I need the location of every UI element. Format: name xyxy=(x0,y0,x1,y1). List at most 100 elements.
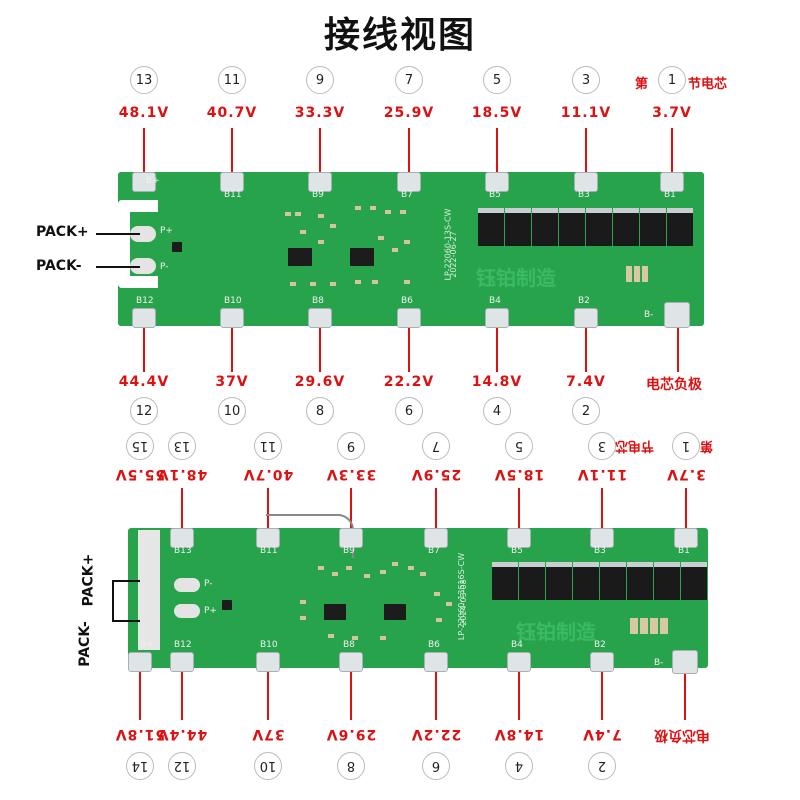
smd-component xyxy=(355,206,361,210)
cell-number-circle: 3 xyxy=(588,432,616,460)
solder-pad xyxy=(132,308,156,328)
smd-component xyxy=(404,240,410,244)
solder-pad xyxy=(660,172,684,192)
connector-line xyxy=(139,672,141,720)
pack-minus-label: PACK- xyxy=(36,258,82,274)
connector-line xyxy=(231,328,233,372)
smd-component xyxy=(318,240,324,244)
smd-component xyxy=(330,282,336,286)
smd-component xyxy=(346,566,352,570)
connector-line xyxy=(435,488,437,528)
connector-line xyxy=(585,328,587,372)
silk-date: 2022-06-27 xyxy=(448,231,458,278)
pack-strip xyxy=(138,530,160,650)
cell-voltage-label: 22.2V xyxy=(410,726,462,742)
mosfet xyxy=(640,208,666,246)
p-plus-label: P+ xyxy=(204,606,217,616)
pad-label: B11 xyxy=(260,546,278,556)
cell-number-circle: 9 xyxy=(306,66,334,94)
cell-number-circle: 12 xyxy=(168,752,196,780)
pad-label: B13 xyxy=(174,546,192,556)
cell-voltage-label: 29.6V xyxy=(294,374,346,390)
connector-line xyxy=(143,128,145,174)
pad-label: B3 xyxy=(578,190,590,200)
page-title: 接线视图 xyxy=(323,15,476,56)
connector-line xyxy=(408,328,410,372)
solder-pad xyxy=(220,172,244,192)
resistor xyxy=(634,266,640,282)
smd-component xyxy=(330,224,336,228)
pad-label: B12 xyxy=(174,640,192,650)
cell-voltage-label: 7.4V xyxy=(566,374,606,390)
cell-voltage-label: 7.4V xyxy=(582,726,622,742)
smd-component xyxy=(300,230,306,234)
cell-voltage-label: 14.8V xyxy=(471,374,523,390)
ic-chip xyxy=(324,604,346,620)
connector-line xyxy=(143,328,145,372)
pad-label: B6 xyxy=(428,640,440,650)
connector-line xyxy=(181,488,183,528)
smd-component xyxy=(404,280,410,284)
smd-component xyxy=(285,212,291,216)
smd-component xyxy=(310,282,316,286)
smd-component xyxy=(328,634,334,638)
pad-label: B2 xyxy=(578,296,590,306)
ic-chip xyxy=(222,600,232,610)
resistor xyxy=(650,618,658,634)
pcb-board-top xyxy=(118,172,704,326)
resistor xyxy=(626,266,632,282)
smd-component xyxy=(370,206,376,210)
smd-component xyxy=(385,210,391,214)
cell-voltage-label: 40.7V xyxy=(206,105,258,121)
connector-line xyxy=(319,328,321,372)
solder-pad xyxy=(590,528,614,548)
connector-line xyxy=(496,128,498,174)
pack-plus-label: PACK+ xyxy=(80,553,97,607)
mosfet xyxy=(627,562,653,600)
pad-label: B+ xyxy=(146,176,160,186)
connector-line xyxy=(408,128,410,174)
smd-component xyxy=(400,210,406,214)
mosfet xyxy=(532,208,558,246)
cell-voltage-label: 44.4V xyxy=(118,374,170,390)
connector-line xyxy=(231,128,233,174)
mosfet xyxy=(573,562,599,600)
pack-wire xyxy=(112,580,140,582)
resistor xyxy=(642,266,648,282)
cell-voltage-label: 18.5V xyxy=(493,466,545,482)
cell-number-circle: 4 xyxy=(505,752,533,780)
cell-voltage-label: 25.9V xyxy=(383,105,435,121)
solder-pad xyxy=(397,308,421,328)
cell-number-circle: 10 xyxy=(254,752,282,780)
smd-component xyxy=(290,282,296,286)
mosfet xyxy=(613,208,639,246)
negative-pad xyxy=(672,650,698,674)
p-plus-label: P+ xyxy=(160,226,173,236)
solder-pad xyxy=(220,308,244,328)
smd-component xyxy=(446,602,452,606)
cell-voltage-label: 48.1V xyxy=(156,466,208,482)
cell-voltage-label: 37V xyxy=(215,374,249,390)
pack-oval xyxy=(174,604,200,618)
pack-plus-label: PACK+ xyxy=(36,224,89,240)
cell-number-circle: 2 xyxy=(572,397,600,425)
solder-pad xyxy=(170,528,194,548)
cell-number-circle: 15 xyxy=(126,432,154,460)
pad-label: B- xyxy=(654,658,664,668)
solder-pad xyxy=(507,528,531,548)
pad-label: B1 xyxy=(664,190,676,200)
first-cell-prefix: 第 xyxy=(635,77,649,92)
pad-label: B1 xyxy=(678,546,690,556)
solder-pad xyxy=(574,172,598,192)
smd-component xyxy=(436,618,442,622)
pad-label: B9 xyxy=(343,546,355,556)
pad-label: B10 xyxy=(260,640,278,650)
pad-label: B12 xyxy=(136,296,154,306)
smd-component xyxy=(372,280,378,284)
cell-number-circle: 13 xyxy=(168,432,196,460)
pad-label: B2 xyxy=(594,640,606,650)
pad-label: B4 xyxy=(511,640,523,650)
solder-pad xyxy=(485,172,509,192)
pack-wire xyxy=(112,620,140,622)
cell-voltage-label: 40.7V xyxy=(242,466,294,482)
